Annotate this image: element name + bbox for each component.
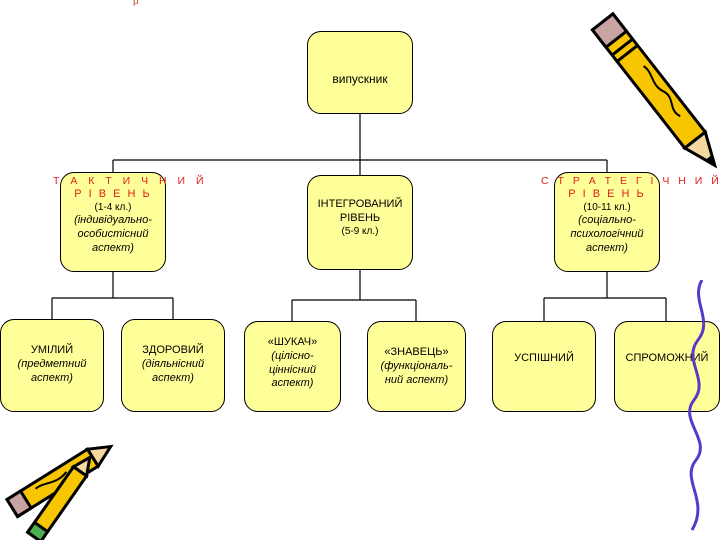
leaf-skilled-title: УМІЛИЙ: [30, 344, 74, 356]
strategic-desc-2: психологічний: [570, 228, 644, 241]
root-label: випускник: [332, 72, 388, 86]
leaf-seeker-desc-2: ціннісний: [268, 363, 317, 376]
leaf-capable: СПРОМОЖНИЙ: [614, 321, 720, 412]
leaf-seeker-title: «ШУКАЧ»: [267, 336, 318, 348]
strategic-level-node: С Т Р А Т Е Г І Ч Н И Й Р І В Е Н Ь (10-…: [541, 172, 719, 272]
leaf-seeker: «ШУКАЧ» (ціліснo- ціннісний аспект): [244, 321, 341, 412]
strategic-title-1: С Т Р А Т Е Г І Ч Н И Й: [541, 175, 720, 187]
integrated-title-1: ІНТЕГРОВАНИЙ: [317, 198, 403, 210]
tactical-desc-3: аспект): [92, 241, 134, 254]
strategic-grades: (10-11 кл.): [583, 201, 631, 213]
leaf-seeker-desc-3: аспект): [271, 377, 314, 390]
strategic-desc-3: аспект): [586, 241, 628, 254]
pencil-icon: [590, 11, 718, 169]
root-node: випускник: [307, 31, 413, 114]
leaf-healthy-desc-2: аспект): [152, 371, 194, 384]
leaf-healthy-title: ЗДОРОВИЙ: [142, 344, 204, 356]
integrated-title-2: РІВЕНЬ: [339, 211, 381, 224]
leaf-successful-title: УСПІШНИЙ: [514, 352, 574, 364]
tactical-title-1: Т А К Т И Ч Н И Й: [53, 175, 208, 187]
leaf-skilled-desc-2: аспект): [31, 371, 73, 384]
pencils-icon: [4, 444, 114, 540]
tactical-title-2: Р І В Е Н Ь: [74, 188, 152, 201]
leaf-capable-title: СПРОМОЖНИЙ: [625, 352, 709, 364]
leaf-healthy: ЗДОРОВИЙ (діяльнісний аспект): [121, 319, 225, 412]
leaf-expert: «ЗНАВЕЦЬ» (функціональ- ний аспект): [367, 321, 466, 412]
integrated-grades: (5-9 кл.): [341, 225, 379, 237]
leaf-skilled-desc-1: (предметний: [17, 357, 87, 370]
leaf-healthy-desc-1: (діяльнісний: [141, 357, 205, 370]
leaf-skilled: УМІЛИЙ (предметний аспект): [0, 319, 104, 412]
tactical-desc-1: (індивідуально-: [74, 214, 152, 227]
strategic-desc-1: (соціально-: [578, 214, 636, 227]
integrated-level-node: ІНТЕГРОВАНИЙ РІВЕНЬ (5-9 кл.): [307, 175, 413, 270]
top-mark: р: [133, 0, 139, 7]
tactical-desc-2: особистісний: [77, 228, 149, 241]
strategic-title-2: Р І В Е Н Ь: [568, 188, 646, 201]
tactical-grades: (1-4 кл.): [94, 201, 132, 213]
leaf-expert-title: «ЗНАВЕЦЬ»: [384, 346, 449, 358]
leaf-successful: УСПІШНИЙ: [492, 321, 596, 412]
leaf-expert-desc-1: (функціональ-: [380, 359, 453, 372]
leaf-seeker-desc-1: (ціліснo-: [271, 349, 314, 362]
squiggle-icon: [688, 280, 706, 531]
leaf-expert-desc-2: ний аспект): [384, 373, 449, 386]
tactical-level-node: Т А К Т И Ч Н И Й Р І В Е Н Ь (1-4 кл.) …: [53, 172, 204, 272]
